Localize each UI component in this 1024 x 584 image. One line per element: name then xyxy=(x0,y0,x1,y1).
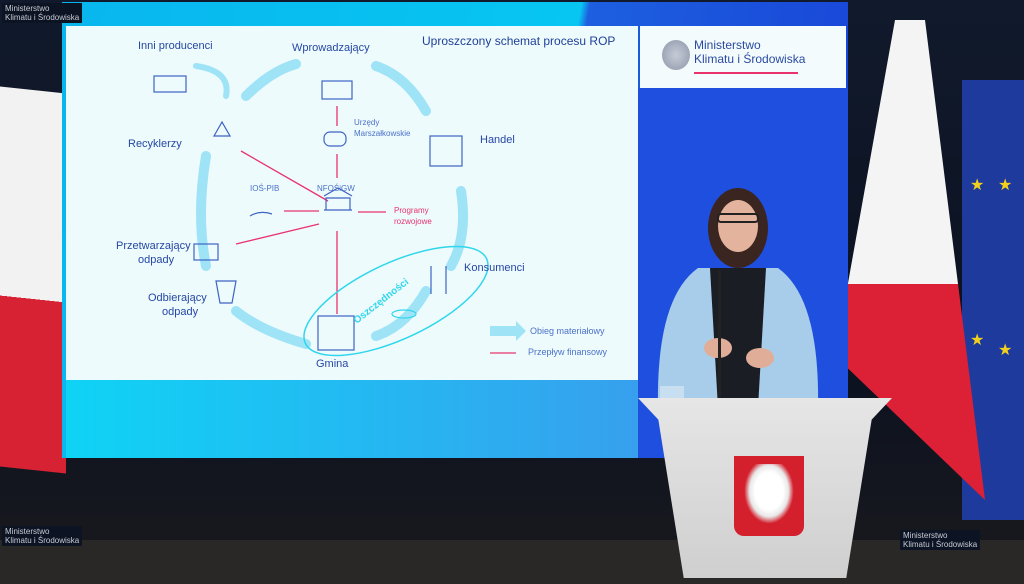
label-recyklerzy: Recyklerzy xyxy=(128,138,182,150)
mailbox-icon xyxy=(323,131,347,147)
label-ios-pib: IOŚ-PIB xyxy=(250,184,280,193)
slide-lower-band xyxy=(66,380,638,458)
watermark-line1: Ministerstwo xyxy=(5,4,50,13)
watermark-line2: Klimatu i Środowiska xyxy=(5,13,80,22)
watermark-line1: Ministerstwo xyxy=(5,527,50,536)
logo-line1: Ministerstwo xyxy=(694,38,761,52)
coins-icon xyxy=(391,309,417,319)
factory-icon xyxy=(321,80,353,100)
savings-ellipse xyxy=(303,245,489,357)
watermark-bottom-right: Ministerstwo Klimatu i Środowiska xyxy=(900,530,981,550)
arrow-konsumenci-gmina xyxy=(371,286,431,341)
stage-floor xyxy=(0,540,1024,584)
white-eagle-icon xyxy=(744,464,794,524)
arrow-przetwarzajacy-recyklerzy xyxy=(196,151,211,271)
ministry-logo-text: Ministerstwo Klimatu i Środowiska xyxy=(694,38,805,66)
eagle-logo-icon xyxy=(662,40,690,70)
logo-underline xyxy=(694,72,798,74)
fin-arrow-przetwarzajacy xyxy=(235,223,320,245)
hand-plant-icon xyxy=(249,211,273,217)
label-marszalkowskie: Marszałkowskie xyxy=(354,129,411,138)
warehouse-icon xyxy=(317,315,355,351)
polish-flag-left xyxy=(0,86,66,474)
label-konsumenci: Konsumenci xyxy=(464,262,525,274)
arrow-recyklerzy-wprowadzajacy xyxy=(241,59,301,101)
watermark-line2: Klimatu i Środowiska xyxy=(903,540,978,549)
legend-material-label: Obieg materiałowy xyxy=(530,326,605,336)
label-handel: Handel xyxy=(480,134,515,146)
label-urzedy: Urzędy xyxy=(354,118,380,127)
label-rozwojowe: rozwojowe xyxy=(394,217,432,226)
speaker xyxy=(657,188,819,408)
label-przetwarzajacy: Przetwarzający xyxy=(116,240,191,252)
label-przetwarzajacy-odpady: odpady xyxy=(138,254,175,266)
truck-icon xyxy=(193,243,219,261)
shop-icon xyxy=(429,135,463,167)
bin-icon xyxy=(215,280,237,304)
label-gmina: Gmina xyxy=(316,358,349,370)
recycle-icon xyxy=(212,120,232,137)
label-odbierajacy-odpady: odpady xyxy=(162,306,199,318)
arrow-handel-konsumenci xyxy=(446,186,468,271)
label-programy: Programy xyxy=(394,206,429,215)
microphone-stand xyxy=(718,270,721,412)
label-odbierajacy: Odbierający xyxy=(148,292,207,304)
legend-material-arrow xyxy=(490,321,526,341)
watermark-top-left: Ministerstwo Klimatu i Środowiska xyxy=(2,3,83,23)
fin-arrow-recyklerzy xyxy=(240,150,329,202)
label-nfosigw: NFOŚiGW xyxy=(317,184,355,193)
watermark-bottom-left: Ministerstwo Klimatu i Środowiska xyxy=(2,526,83,546)
logo-line2: Klimatu i Środowiska xyxy=(694,52,806,66)
bank-icon xyxy=(323,187,353,211)
watermark-line2: Klimatu i Środowiska xyxy=(5,536,80,545)
factory-icon-small xyxy=(153,75,187,93)
legend-financial-label: Przepływ finansowy xyxy=(528,347,608,357)
watermark-line1: Ministerstwo xyxy=(903,531,948,540)
arrow-gmina-odbierajacy xyxy=(231,306,311,349)
arrow-to-inni-producenci xyxy=(193,63,230,99)
label-wprowadzajacy: Wprowadzający xyxy=(292,42,370,54)
family-icon xyxy=(430,266,447,294)
slide-title: Uproszczony schemat procesu ROP xyxy=(422,34,616,48)
label-inni-producenci: Inni producenci xyxy=(138,40,213,52)
flow-arrows xyxy=(153,59,526,357)
slide-diagram: Uproszczony schemat procesu ROP Inni pro… xyxy=(66,26,638,380)
arrow-wprowadzajacy-handel xyxy=(371,61,431,116)
